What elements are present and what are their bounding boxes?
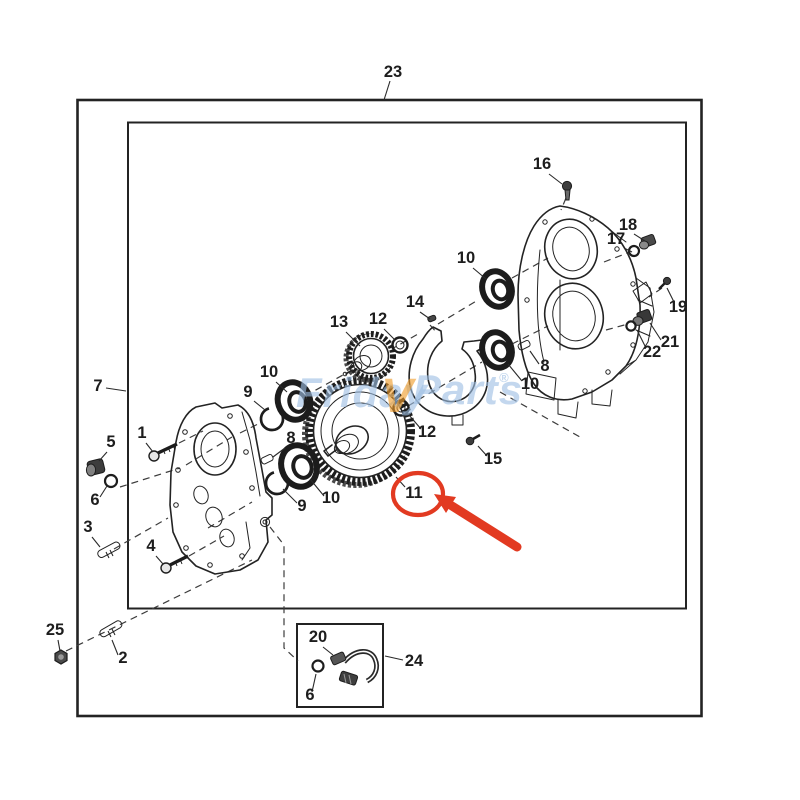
callout-9-upper: 9 — [243, 383, 252, 401]
callout-10-right-lower: 10 — [521, 375, 539, 393]
shim-plate-19 — [632, 281, 653, 304]
callout-13: 13 — [330, 313, 348, 331]
hex-nut-25 — [54, 649, 68, 665]
hose-assembly-24 — [330, 649, 380, 686]
plug-18 — [638, 233, 657, 250]
highlight-annotation — [390, 470, 522, 552]
callout-10-left-lower: 10 — [322, 489, 340, 507]
watermark-registered: ® — [499, 370, 510, 385]
oring-22 — [625, 320, 637, 332]
screw-16 — [561, 180, 573, 201]
callout-21: 21 — [661, 333, 679, 351]
callout-8-left: 8 — [286, 429, 295, 447]
dowel-pin-2 — [99, 620, 123, 638]
pin-14 — [427, 314, 437, 323]
callout-19: 19 — [669, 298, 687, 316]
callout-7: 7 — [93, 377, 102, 395]
right-cover-housing — [517, 205, 655, 419]
callout-23: 23 — [384, 63, 402, 81]
inner-border-box — [127, 121, 687, 610]
callout-22: 22 — [643, 343, 661, 361]
watermark-fridayparts: Friday V Parts ® — [296, 366, 523, 423]
bolt-15 — [465, 433, 481, 446]
screw-19 — [658, 276, 672, 290]
dowel-pin-8-left — [260, 454, 274, 465]
highlight-arrow-shaft — [447, 501, 522, 552]
ring-12-upper — [391, 336, 409, 354]
bolt-1 — [148, 442, 178, 462]
oring-6-detail — [311, 659, 325, 673]
large-gear — [302, 376, 415, 488]
callout-9-lower: 9 — [297, 497, 306, 515]
watermark-right: Parts — [413, 366, 523, 413]
callout-11-highlighted: 11 — [405, 484, 422, 502]
bearing-left-lower — [278, 442, 320, 490]
callout-12-lower: 12 — [418, 423, 436, 441]
callout-25: 25 — [46, 621, 64, 639]
fitting-20 — [330, 651, 347, 666]
callout-12-upper: 12 — [369, 310, 387, 328]
fitting-lower — [338, 670, 359, 686]
plug-21 — [632, 309, 653, 326]
callout-18: 18 — [619, 216, 637, 234]
watermark-left: Friday — [296, 369, 430, 416]
bearing-left-upper — [274, 379, 314, 423]
bearing-right-lower — [479, 329, 515, 371]
detail-inset-box — [296, 623, 384, 708]
callout-14: 14 — [406, 293, 425, 311]
outer-border-box — [76, 98, 703, 718]
callout-24: 24 — [405, 652, 424, 670]
small-gear — [342, 331, 396, 383]
snap-ring-lower — [264, 470, 290, 496]
highlight-circle — [390, 470, 446, 518]
callout-15: 15 — [484, 450, 502, 468]
watermark-check-mark: V — [381, 370, 417, 423]
callout-4: 4 — [146, 537, 156, 555]
callout-20: 20 — [309, 628, 327, 646]
oring-6-left — [103, 473, 119, 489]
callout-labels: 23 16 18 17 19 21 22 10 14 13 12 8 10 15… — [46, 63, 687, 704]
callout-17: 17 — [607, 230, 625, 248]
callout-3: 3 — [83, 518, 92, 536]
callout-6-detail: 6 — [305, 686, 314, 704]
callout-8-right: 8 — [540, 357, 549, 375]
callout-1: 1 — [137, 424, 146, 442]
highlight-arrow-head — [434, 494, 456, 513]
callout-2: 2 — [118, 649, 127, 667]
assembly-centerlines — [65, 197, 663, 662]
bolt-4 — [160, 554, 189, 574]
left-cover-plate — [169, 402, 273, 575]
snap-ring-upper — [259, 406, 285, 432]
callout-6-left: 6 — [90, 491, 99, 509]
callout-10-left-upper: 10 — [260, 363, 278, 381]
callout-5: 5 — [106, 433, 115, 451]
plug-5 — [85, 458, 106, 477]
ring-12-lower — [392, 399, 410, 417]
drain-plug-on-plate — [259, 516, 271, 528]
leader-lines — [57, 80, 675, 693]
dowel-pin-8-right — [517, 340, 531, 351]
callout-16: 16 — [533, 155, 551, 173]
callout-10-upper-right: 10 — [457, 249, 475, 267]
dowel-pin-3 — [97, 541, 121, 559]
bearing-right-upper — [479, 268, 515, 310]
baffle-plate — [408, 326, 489, 426]
